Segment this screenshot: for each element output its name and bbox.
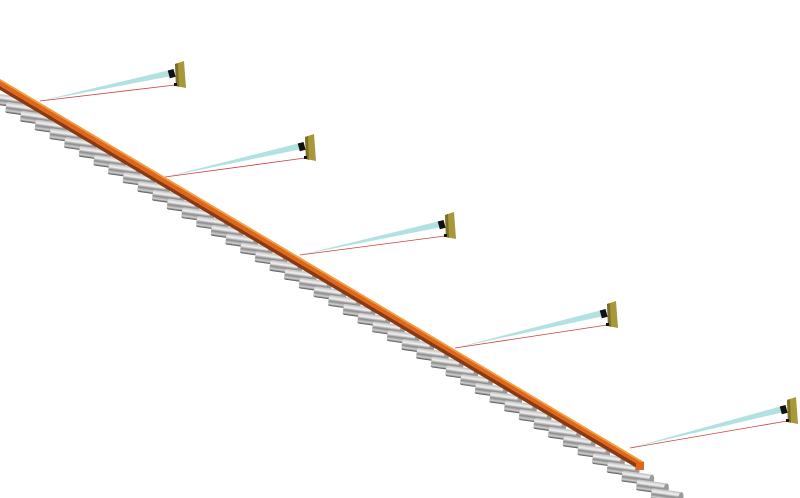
rail-side xyxy=(0,86,644,470)
laser-fan xyxy=(300,221,442,255)
sensor-receiver xyxy=(444,234,447,237)
sensor-group xyxy=(167,61,798,424)
sensor-side xyxy=(305,136,309,160)
laser-return-line xyxy=(629,420,788,449)
sensor-receiver xyxy=(786,419,789,422)
sensor-receiver xyxy=(174,83,177,86)
roller-body xyxy=(650,488,682,498)
laser-sensor xyxy=(779,397,798,424)
sensor-lens xyxy=(779,404,788,415)
rail-highlight xyxy=(0,79,644,464)
sensor-side xyxy=(175,63,179,87)
sensor-side xyxy=(607,303,611,327)
sensor-side xyxy=(787,399,791,423)
sensor-receiver xyxy=(304,156,307,159)
laser-fan xyxy=(455,310,604,348)
laser-return-line xyxy=(39,84,176,102)
laser-sensor xyxy=(167,61,186,88)
laser-sensor xyxy=(437,212,456,239)
laser-return-line xyxy=(299,235,446,256)
sensor-side xyxy=(445,214,449,238)
laser-return-line xyxy=(454,324,608,349)
sensor-lens xyxy=(297,141,306,152)
roller-row xyxy=(0,93,684,498)
rail-end xyxy=(636,462,644,470)
laser-fan xyxy=(165,143,302,177)
laser-sensor xyxy=(599,301,618,328)
laser-fan xyxy=(630,406,784,448)
sensor-lens xyxy=(167,68,176,79)
laser-sensor xyxy=(297,134,316,161)
sensor-receiver xyxy=(606,323,609,326)
laser-fan xyxy=(40,70,172,101)
orange-rail xyxy=(0,79,644,470)
sensor-lens xyxy=(599,308,608,319)
sensor-lens xyxy=(437,219,446,230)
laser-beams xyxy=(39,70,788,449)
laser-return-line xyxy=(164,157,306,178)
